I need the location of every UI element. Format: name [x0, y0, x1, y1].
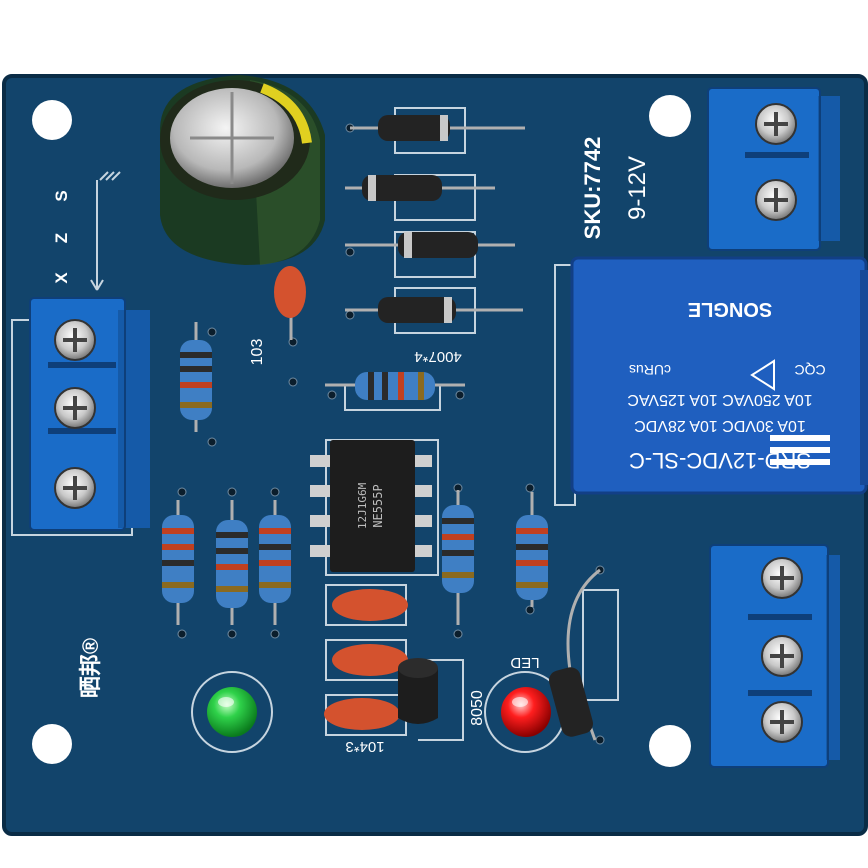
label-z: Z [52, 233, 71, 243]
ceramic-capacitor-103 [274, 266, 306, 340]
mounting-hole [32, 724, 72, 764]
ceramic-capacitor-104 [332, 589, 408, 621]
led-label: LED [510, 654, 539, 671]
diode [345, 175, 495, 201]
power-terminal-block [707, 87, 840, 251]
triangle-cert-icon [750, 359, 775, 391]
chip-code: 12J1G6M [356, 482, 369, 529]
relay-cert-cqc: CQC [794, 362, 825, 378]
ceramic-capacitor-104 [332, 644, 408, 676]
relay-rating-ac: 10A 250VAC 10A 125VAC [627, 391, 812, 408]
diode-label: 4007*4 [414, 348, 462, 365]
resistor [516, 492, 548, 607]
brand-label: 晒邦® [78, 638, 103, 698]
label-x: X [52, 272, 71, 284]
sensor-labels: X Z S [52, 190, 71, 283]
cap-103-label: 103 [249, 339, 266, 366]
resistor [442, 490, 474, 625]
electrolytic-capacitor [160, 75, 325, 265]
diode [345, 297, 523, 323]
resistor [216, 500, 248, 625]
green-led [207, 687, 257, 737]
relay-terminal-block [709, 544, 840, 768]
resistor [180, 322, 212, 432]
mounting-hole [32, 100, 72, 140]
relay-rating-dc: 10A 30VDC 10A 28VDC [634, 417, 806, 434]
diode [350, 115, 525, 141]
label-s: S [52, 190, 71, 201]
ceramic-capacitor-104 [324, 698, 400, 730]
left-terminal-block [29, 297, 150, 531]
red-led [501, 687, 551, 737]
relay-brand: SONGLE [688, 298, 772, 320]
chip-model: NE555P [371, 484, 385, 527]
mounting-hole [649, 95, 691, 137]
resistor [162, 500, 194, 625]
mounting-hole [649, 725, 691, 767]
voltage-label: 9-12V [624, 156, 651, 220]
ne555-chip: 12J1G6M NE555P [310, 440, 432, 572]
sku-label: SKU:7742 [580, 137, 605, 240]
diode [548, 568, 601, 741]
songle-logo-icon [770, 435, 830, 465]
relay: SRD-12VDC-SL-C 10A 250VAC 10A 125VAC 10A… [570, 256, 868, 495]
resistor [259, 500, 291, 625]
ceramic-104-label: 104*3 [345, 738, 384, 755]
diode [345, 232, 515, 258]
resistor [325, 372, 465, 400]
transistor-label: 8050 [469, 690, 486, 726]
relay-cert-ul: cURus [629, 362, 671, 378]
transistor-8050 [398, 658, 438, 724]
